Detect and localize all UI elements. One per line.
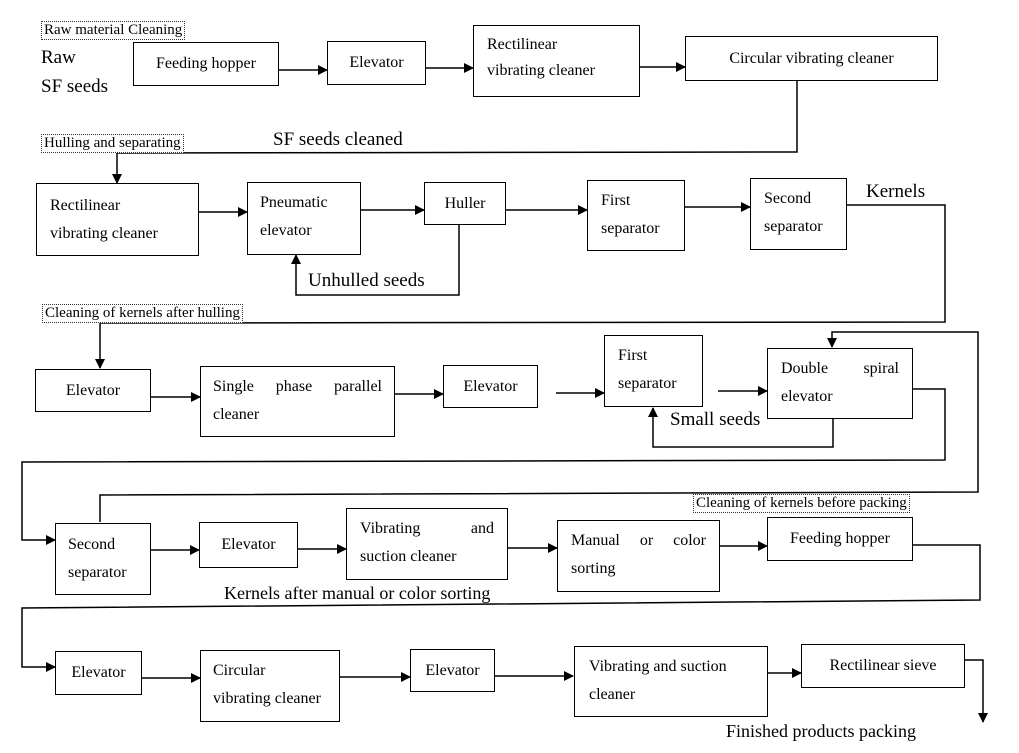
step-feeding-hopper-4: Feeding hopper — [767, 517, 913, 561]
step-label-line2: separator — [764, 218, 823, 235]
section-cleaning-after-hulling: Cleaning of kernels after hulling — [42, 304, 243, 323]
connector-sf-seeds-cleaned — [112, 80, 798, 184]
step-label-line1: Second — [68, 536, 116, 553]
step-label: Elevator — [65, 381, 121, 399]
step-feeding-hopper: Feeding hopper — [133, 42, 279, 86]
step-elevator-3b: Elevator — [443, 365, 538, 408]
step-label: Feeding hopper — [790, 530, 890, 547]
step-circular-vibrating-cleaner-5: Circular vibrating cleaner — [200, 650, 340, 722]
step-elevator-3a: Elevator — [35, 369, 151, 412]
step-elevator: Elevator — [327, 41, 426, 85]
step-rectilinear-vibrating-cleaner: Rectilinear vibrating cleaner — [473, 25, 640, 97]
step-elevator-4: Elevator — [199, 522, 298, 568]
step-label-line1: Pneumatic — [260, 194, 328, 211]
step-label-line2: vibrating cleaner — [50, 225, 158, 242]
step-label: Huller — [444, 194, 486, 212]
step-label-line2: sorting — [571, 560, 616, 577]
label-unhulled-seeds: Unhulled seeds — [308, 270, 425, 291]
step-label-line1: Rectilinear — [50, 197, 121, 214]
step-label: Feeding hopper — [156, 55, 256, 72]
step-label: Elevator — [221, 536, 276, 553]
step-label-line2: vibrating cleaner — [487, 62, 595, 79]
step-elevator-5a: Elevator — [55, 651, 142, 695]
step-label-line1: First — [618, 347, 648, 364]
step-label-line1: Double spiral — [781, 360, 899, 377]
step-label: Elevator — [425, 661, 480, 679]
step-label: Circular vibrating cleaner — [729, 49, 894, 67]
step-label: Elevator — [71, 664, 126, 681]
step-label-line2: elevator — [781, 388, 833, 405]
step-single-phase-parallel-cleaner: Single phase parallel cleaner — [200, 366, 395, 437]
step-label-line2: cleaner — [589, 686, 636, 703]
step-rectilinear-vibrating-cleaner-2: Rectilinear vibrating cleaner — [36, 183, 199, 256]
section-raw-material-cleaning: Raw material Cleaning — [41, 21, 186, 40]
step-label-line1: Circular — [213, 662, 266, 679]
step-label-line2: cleaner — [213, 406, 260, 423]
step-label-line1: Vibrating and suction — [589, 658, 727, 675]
label-finished-products-packing: Finished products packing — [726, 721, 916, 741]
step-first-separator: First separator — [587, 180, 685, 251]
step-pneumatic-elevator: Pneumatic elevator — [247, 182, 361, 255]
step-rectilinear-sieve: Rectilinear sieve — [801, 644, 965, 688]
step-double-spiral-elevator: Double spiral elevator — [767, 348, 913, 419]
step-label-line2: separator — [68, 564, 127, 581]
step-label-line1: Rectilinear — [487, 36, 558, 53]
step-label-line2: separator — [618, 375, 677, 392]
step-label-line1: Second — [764, 190, 812, 207]
section-cleaning-before-packing: Cleaning of kernels before packing — [693, 494, 910, 513]
label-raw: Raw — [41, 47, 76, 68]
step-label: Elevator — [349, 54, 404, 71]
label-small-seeds: Small seeds — [670, 409, 761, 430]
label-sf-seeds: SF seeds — [41, 76, 109, 97]
label-sf-seeds-cleaned: SF seeds cleaned — [273, 129, 403, 150]
step-label-line1: First — [601, 192, 631, 209]
step-elevator-5b: Elevator — [410, 649, 495, 692]
step-vibrating-suction-cleaner: Vibrating and suction cleaner — [346, 508, 508, 580]
label-kernels-after-sorting: Kernels after manual or color sorting — [224, 583, 491, 603]
step-label: Rectilinear sieve — [829, 657, 937, 674]
connector-finished-products — [965, 659, 988, 723]
step-second-separator-4: Second separator — [55, 523, 151, 595]
step-circular-vibrating-cleaner: Circular vibrating cleaner — [685, 36, 938, 81]
step-huller: Huller — [424, 182, 506, 225]
step-label-line1: Vibrating and — [360, 520, 494, 537]
step-label-line1: Single phase parallel — [213, 378, 382, 395]
section-hulling-and-separating: Hulling and separating — [41, 134, 184, 153]
step-label-line2: elevator — [260, 222, 312, 239]
step-label-line2: suction cleaner — [360, 548, 457, 565]
step-label-line2: vibrating cleaner — [213, 690, 321, 707]
step-label-line1: Manual or color — [571, 532, 706, 549]
step-vibrating-suction-cleaner-5: Vibrating and suction cleaner — [574, 646, 768, 717]
step-first-separator-3: First separator — [604, 335, 703, 407]
step-second-separator: Second separator — [750, 178, 847, 250]
label-kernels: Kernels — [866, 181, 926, 202]
step-label: Elevator — [463, 377, 518, 395]
step-label-line2: separator — [601, 220, 660, 237]
step-manual-color-sorting: Manual or color sorting — [557, 520, 720, 592]
